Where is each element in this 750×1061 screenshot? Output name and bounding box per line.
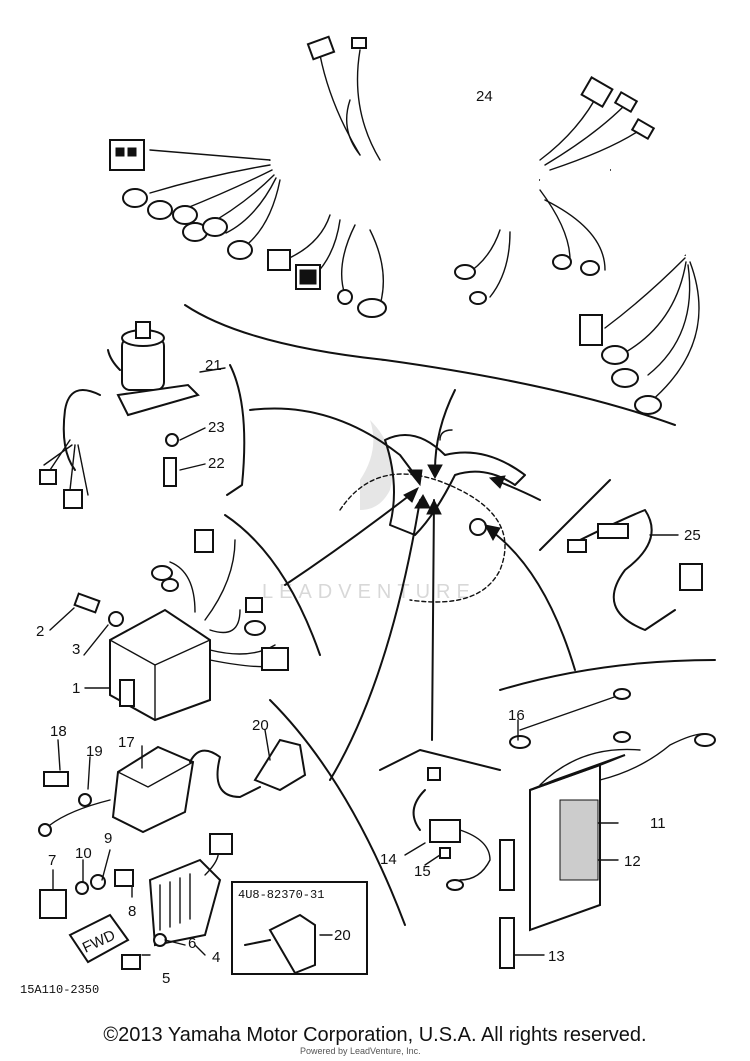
callout-2: 2 — [36, 623, 44, 640]
ignition-coil-group — [38, 699, 406, 926]
copyright-notice: ©2013 Yamaha Motor Corporation, U.S.A. A… — [103, 1024, 647, 1046]
relay-group — [379, 749, 501, 891]
callout-17: 17 — [118, 734, 135, 751]
callout-9: 9 — [104, 830, 112, 847]
callout-12: 12 — [624, 853, 641, 870]
inset-label: 4U8-82370-31 — [238, 888, 324, 902]
igniter-group — [49, 514, 321, 722]
callout-20-inset: 20 — [334, 927, 351, 944]
powered-by-note: Powered by LeadVenture, Inc. — [300, 1046, 421, 1056]
callout-1: 1 — [72, 680, 80, 697]
callout-4: 4 — [212, 949, 220, 966]
wire-harness — [109, 35, 700, 426]
callout-14: 14 — [380, 851, 397, 868]
watermark: LEADVENTURE — [262, 420, 476, 603]
battery-group — [499, 659, 716, 969]
callout-19: 19 — [86, 743, 103, 760]
callout-11: 11 — [650, 815, 666, 832]
callout-22: 22 — [208, 455, 225, 472]
callout-25: 25 — [684, 527, 701, 544]
callout-13: 13 — [548, 948, 565, 965]
callout-6: 6 — [188, 935, 196, 952]
frame-outline — [339, 429, 526, 603]
watermark-text: LEADVENTURE — [262, 581, 476, 603]
callout-23: 23 — [208, 419, 225, 436]
rectifier-group: FWD — [39, 833, 233, 970]
callout-8: 8 — [128, 903, 136, 920]
lead-group — [539, 479, 703, 631]
main-switch-group — [39, 321, 246, 509]
callout-3: 3 — [72, 641, 80, 658]
callout-15: 15 — [414, 863, 431, 880]
callout-10: 10 — [75, 845, 92, 862]
callout-18: 18 — [50, 723, 67, 740]
callout-7: 7 — [48, 852, 56, 869]
callout-20: 20 — [252, 717, 269, 734]
callout-21: 21 — [205, 357, 222, 374]
diagram-code: 15A110-2350 — [20, 983, 99, 997]
callouts: 1 2 3 4 5 6 7 8 9 10 11 12 13 14 15 16 1… — [36, 88, 701, 987]
callout-16: 16 — [508, 707, 525, 724]
arrows — [249, 389, 576, 781]
callout-24: 24 — [476, 88, 493, 105]
inset-box: 4U8-82370-31 — [231, 881, 368, 975]
callout-5: 5 — [162, 970, 170, 987]
